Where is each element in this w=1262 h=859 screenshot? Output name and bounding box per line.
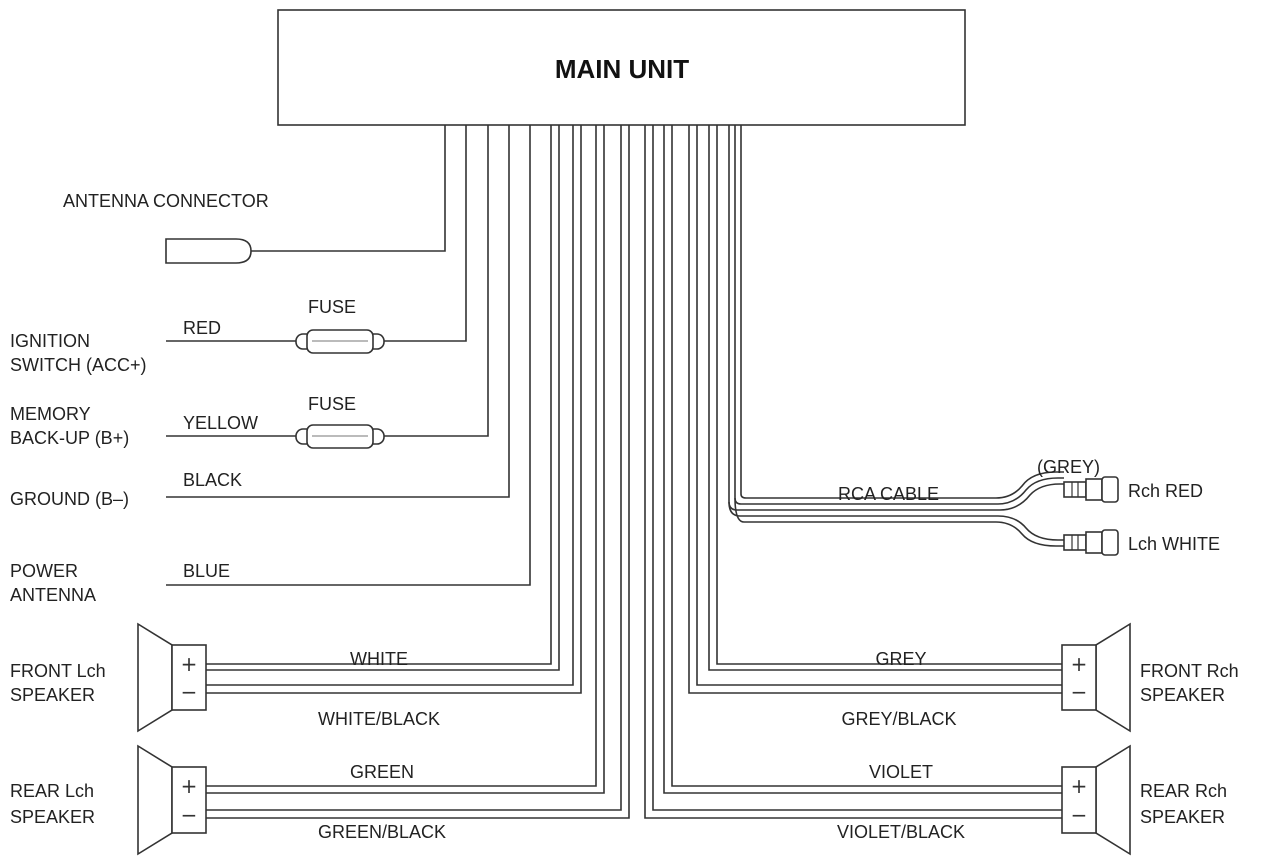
front-right-label-1: FRONT Rch bbox=[1140, 661, 1239, 681]
rear-left-plus-terminal: + bbox=[181, 774, 198, 798]
front-right-plus-wire-label: GREY bbox=[875, 649, 926, 669]
front-left-minus-terminal: − bbox=[181, 680, 198, 704]
power-antenna-wire bbox=[166, 125, 531, 586]
main-unit-label: MAIN UNIT bbox=[555, 54, 689, 84]
rca-plug-left bbox=[1063, 529, 1119, 556]
memory-wire bbox=[166, 125, 489, 449]
rca-left-label: Lch WHITE bbox=[1128, 534, 1220, 554]
rca-cable bbox=[728, 125, 1119, 556]
rear-right-speaker: + − bbox=[1061, 744, 1131, 856]
front-left-minus-wire-label: WHITE/BLACK bbox=[318, 709, 440, 729]
antenna-wire bbox=[165, 125, 446, 264]
fuse-ignition bbox=[295, 329, 385, 354]
rear-left-wires bbox=[206, 125, 630, 819]
rear-right-wires bbox=[644, 125, 1062, 819]
main-unit-box bbox=[277, 9, 966, 126]
power-antenna-label-2: ANTENNA bbox=[10, 585, 96, 605]
front-left-speaker: + − bbox=[137, 622, 207, 733]
rca-cable-label: RCA CABLE bbox=[838, 484, 939, 504]
front-right-speaker: + − bbox=[1061, 622, 1131, 733]
rear-right-label-1: REAR Rch bbox=[1140, 781, 1227, 801]
front-left-plus-terminal: + bbox=[181, 652, 198, 676]
rear-right-minus-wire-label: VIOLET/BLACK bbox=[837, 822, 965, 842]
rear-right-plus-wire-label: VIOLET bbox=[869, 762, 933, 782]
front-right-minus-terminal: − bbox=[1071, 680, 1088, 704]
ground-wire-label: BLACK bbox=[183, 470, 242, 490]
rear-left-label-1: REAR Lch bbox=[10, 781, 94, 801]
ground-label: GROUND (B–) bbox=[10, 489, 129, 509]
front-left-label-1: FRONT Lch bbox=[10, 661, 106, 681]
memory-wire-label: YELLOW bbox=[183, 413, 258, 433]
rear-left-minus-wire-label: GREEN/BLACK bbox=[318, 822, 446, 842]
ignition-label-1: IGNITION bbox=[10, 331, 90, 351]
ignition-label-2: SWITCH (ACC+) bbox=[10, 355, 147, 375]
front-right-minus-wire-label: GREY/BLACK bbox=[841, 709, 956, 729]
rca-right-label: Rch RED bbox=[1128, 481, 1203, 501]
ground-wire bbox=[166, 125, 510, 498]
rear-right-label-2: SPEAKER bbox=[1140, 807, 1225, 827]
fuse-memory bbox=[295, 424, 385, 449]
rear-left-label-2: SPEAKER bbox=[10, 807, 95, 827]
front-left-label-2: SPEAKER bbox=[10, 685, 95, 705]
front-left-plus-wire-label: WHITE bbox=[350, 649, 408, 669]
rca-plug-color-label: (GREY) bbox=[1037, 457, 1100, 477]
rca-plug-right bbox=[1063, 476, 1119, 503]
antenna-connector-label: ANTENNA CONNECTOR bbox=[63, 191, 269, 211]
rear-left-speaker: + − bbox=[137, 744, 207, 856]
memory-label-2: BACK-UP (B+) bbox=[10, 428, 129, 448]
front-right-label-2: SPEAKER bbox=[1140, 685, 1225, 705]
front-right-wires bbox=[688, 125, 1062, 694]
front-right-plus-terminal: + bbox=[1071, 652, 1088, 676]
ignition-wire bbox=[166, 125, 467, 354]
antenna-connector-plug bbox=[165, 238, 252, 264]
fuse-ignition-label: FUSE bbox=[308, 297, 356, 317]
rear-right-plus-terminal: + bbox=[1071, 774, 1088, 798]
front-left-wires bbox=[206, 125, 582, 694]
memory-label-1: MEMORY bbox=[10, 404, 91, 424]
rear-right-minus-terminal: − bbox=[1071, 803, 1088, 827]
power-antenna-wire-label: BLUE bbox=[183, 561, 230, 581]
rear-left-plus-wire-label: GREEN bbox=[350, 762, 414, 782]
fuse-memory-label: FUSE bbox=[308, 394, 356, 414]
ignition-wire-label: RED bbox=[183, 318, 221, 338]
rear-left-minus-terminal: − bbox=[181, 803, 198, 827]
power-antenna-label-1: POWER bbox=[10, 561, 78, 581]
